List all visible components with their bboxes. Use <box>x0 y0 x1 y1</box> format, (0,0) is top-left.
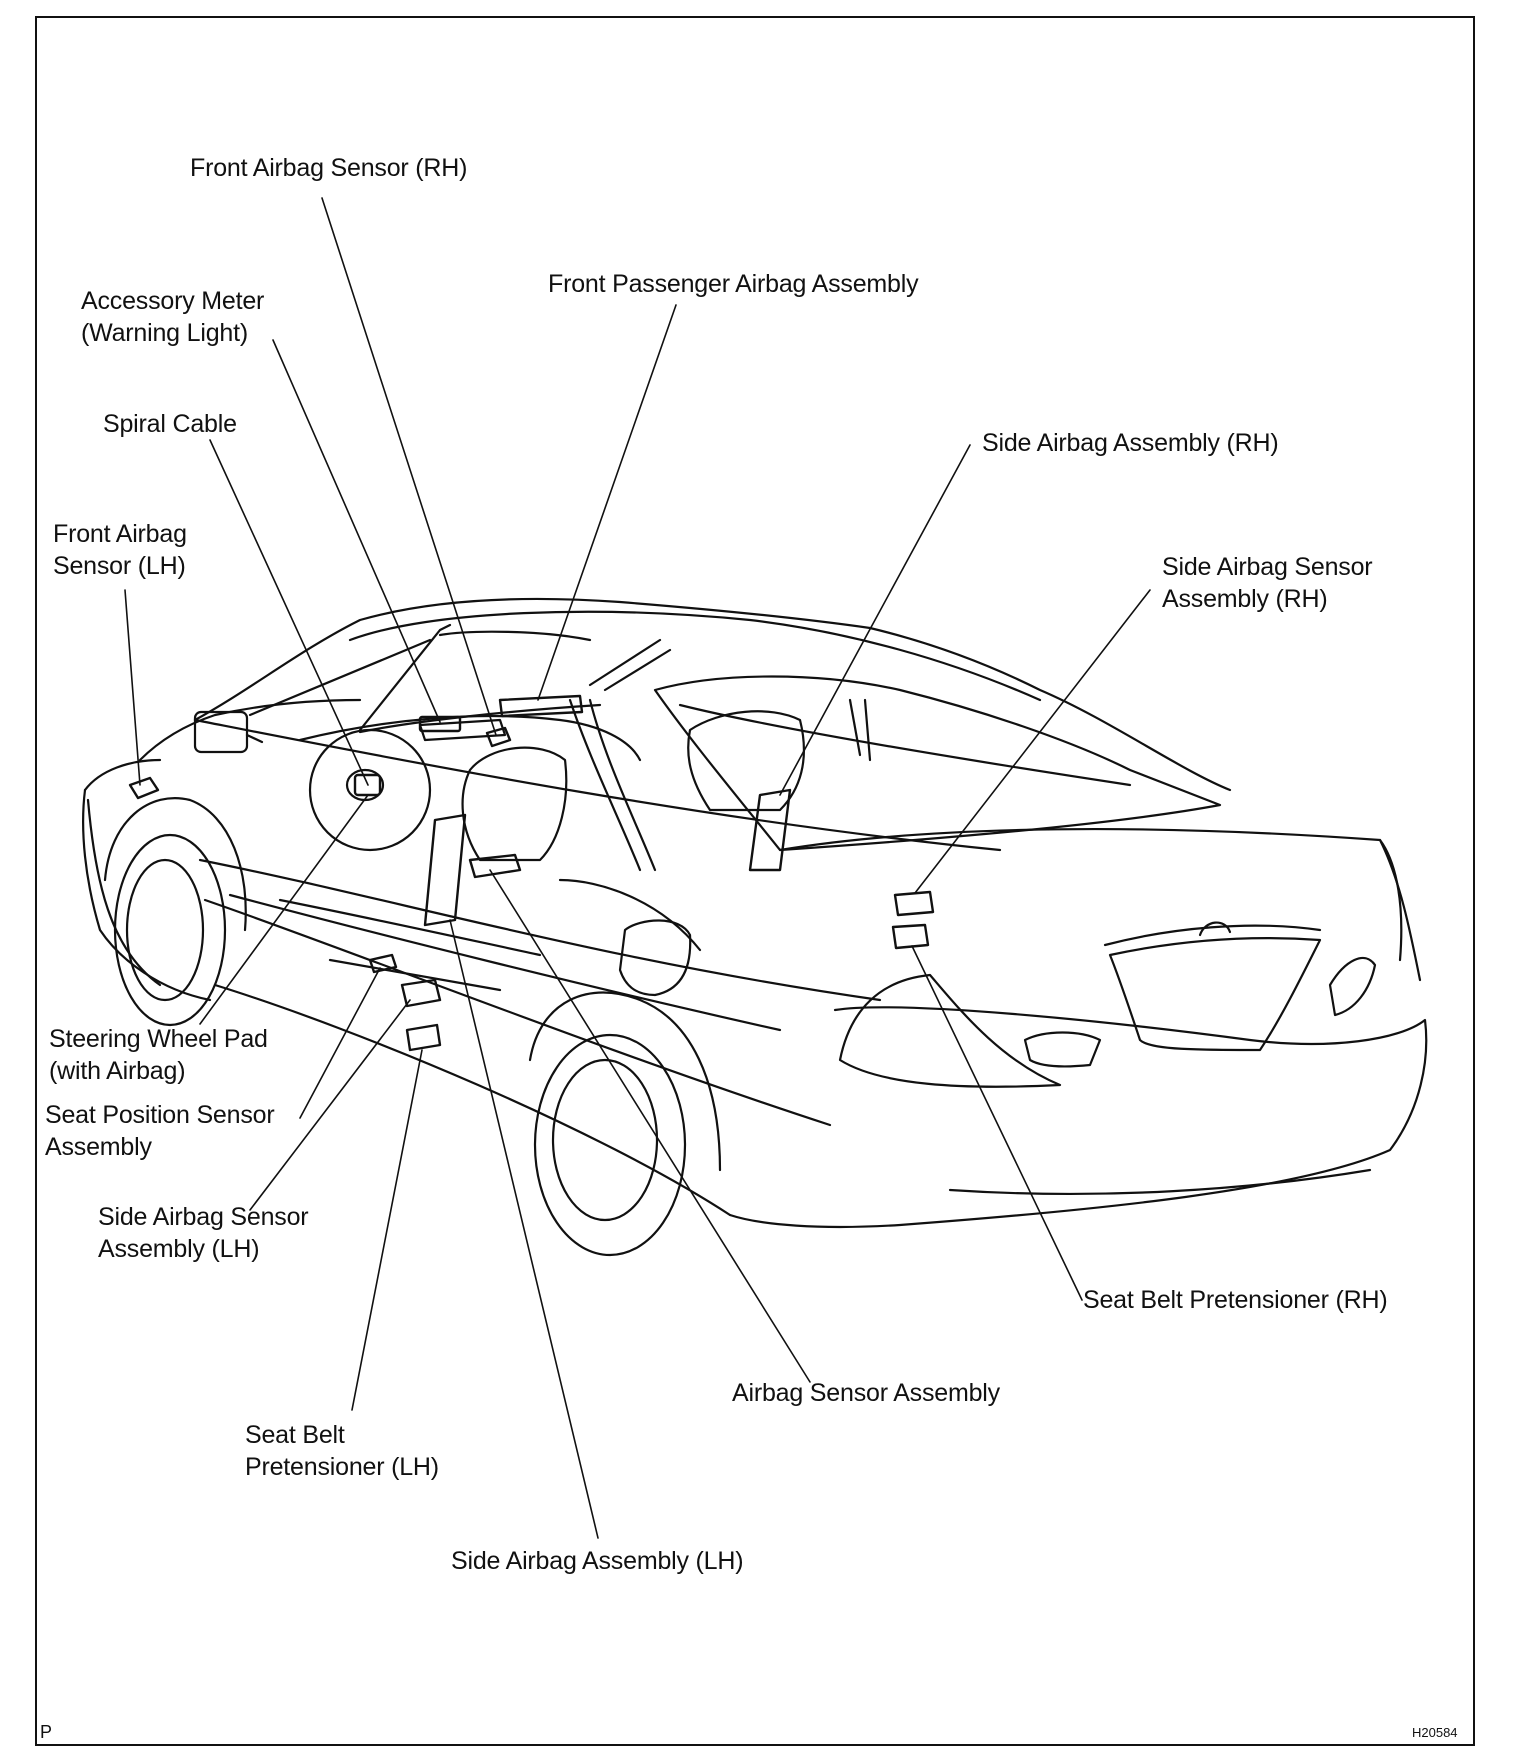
label-spiral-cable: Spiral Cable <box>103 410 237 438</box>
label-front-passenger-airbag-assembly: Front Passenger Airbag Assembly <box>548 270 919 298</box>
label-side-airbag-assembly-lh: Side Airbag Assembly (LH) <box>451 1547 744 1575</box>
label-airbag-sensor-assembly: Airbag Sensor Assembly <box>732 1379 1000 1407</box>
label-steering-wheel-pad-line2: (with Airbag) <box>49 1057 186 1085</box>
label-front-airbag-sensor-rh: Front Airbag Sensor (RH) <box>190 154 468 182</box>
label-seat-belt-pretensioner-lh-line1: Seat Belt <box>245 1421 345 1449</box>
label-side-airbag-sensor-lh-line2: Assembly (LH) <box>98 1235 260 1263</box>
label-side-airbag-sensor-rh-line1: Side Airbag Sensor <box>1162 553 1373 581</box>
leader-lines <box>124 197 1151 1539</box>
label-seat-position-sensor-line1: Seat Position Sensor <box>45 1101 275 1129</box>
label-front-airbag-sensor-lh-line2: Sensor (LH) <box>53 552 186 580</box>
airbag-components <box>128 694 935 1052</box>
label-steering-wheel-pad-line1: Steering Wheel Pad <box>49 1025 268 1053</box>
label-front-airbag-sensor-lh-line1: Front Airbag <box>53 520 187 548</box>
corner-mark: P <box>40 1722 53 1742</box>
car-body-outline <box>82 597 1428 1257</box>
label-seat-position-sensor-line2: Assembly <box>45 1133 152 1161</box>
label-side-airbag-sensor-rh-line2: Assembly (RH) <box>1162 585 1328 613</box>
label-accessory-meter-line1: Accessory Meter <box>81 287 265 315</box>
label-accessory-meter-line2: (Warning Light) <box>81 319 248 347</box>
figure-code: H20584 <box>1412 1725 1458 1740</box>
label-seat-belt-pretensioner-lh-line2: Pretensioner (LH) <box>245 1453 439 1481</box>
diagram-frame <box>35 16 1475 1746</box>
label-side-airbag-sensor-lh-line1: Side Airbag Sensor <box>98 1203 309 1231</box>
label-side-airbag-assembly-rh: Side Airbag Assembly (RH) <box>982 429 1279 457</box>
label-seat-belt-pretensioner-rh: Seat Belt Pretensioner (RH) <box>1083 1286 1388 1314</box>
